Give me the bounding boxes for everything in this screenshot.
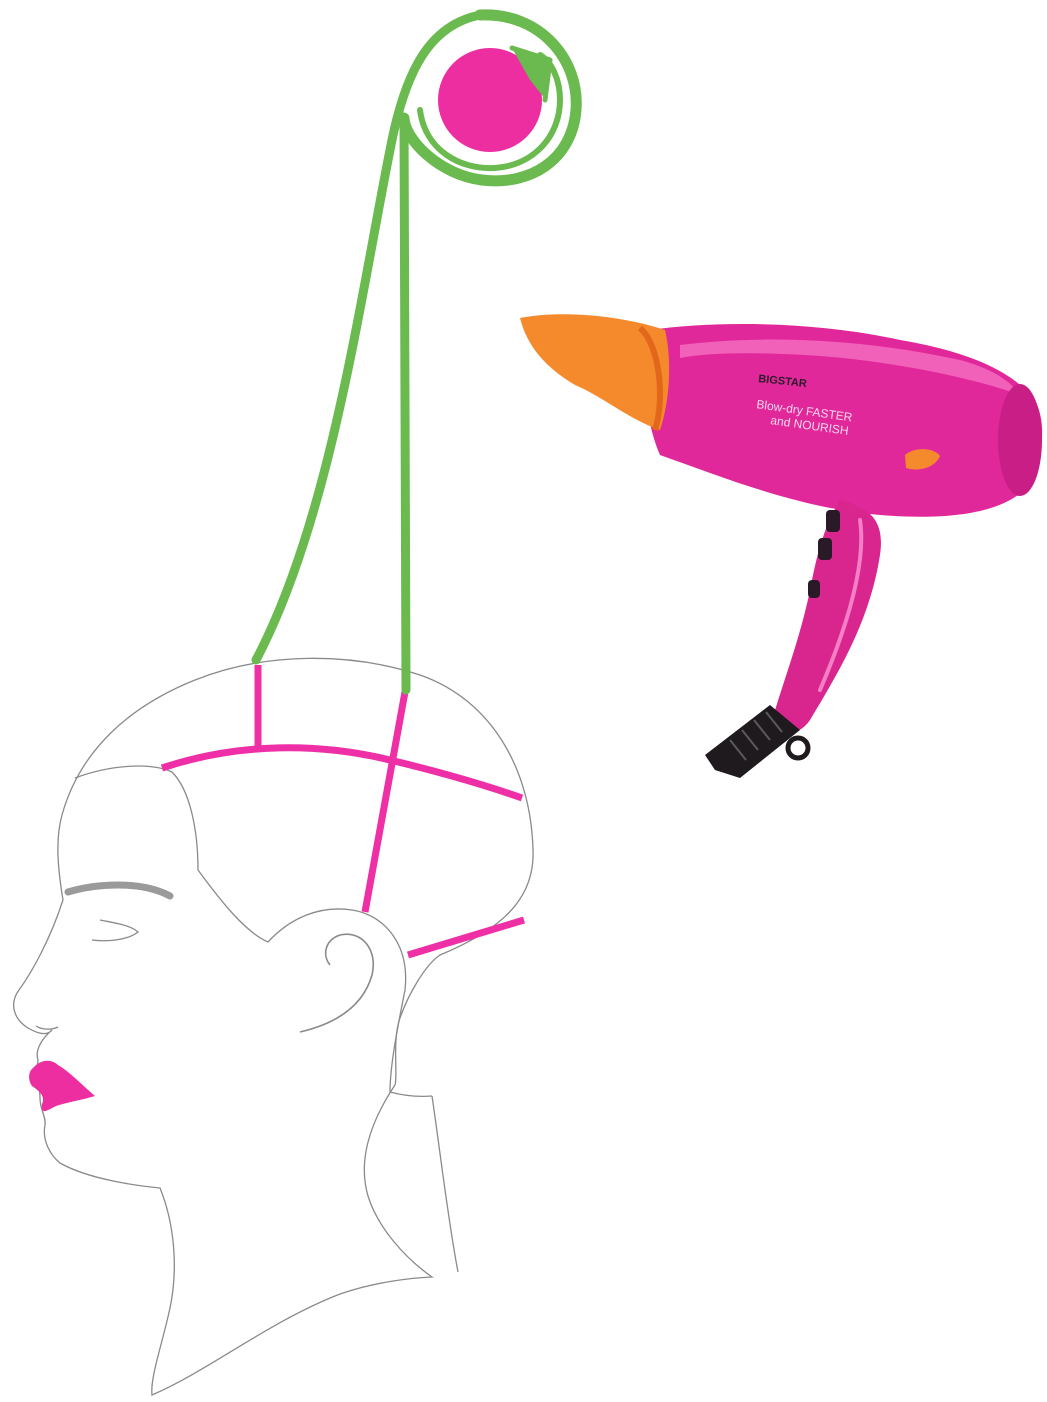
eyebrow [68,885,170,896]
dryer-button-1 [826,510,840,532]
head-illustration [14,658,533,1395]
dryer-button-3 [808,580,820,598]
hair-dryer-icon: BIGSTAR Blow-dry FASTER and NOURISH [520,314,1042,778]
ear [300,934,373,1032]
hair-strand-right-edge [404,118,406,690]
section-lines [162,665,524,955]
dryer-button-2 [818,538,832,560]
dryer-rear-cap [998,384,1042,496]
head-outline [14,658,533,1395]
nape-line [432,1096,458,1272]
hairline [75,766,432,1096]
section-line-crown-arc [162,748,522,798]
section-line-nape [408,920,524,955]
dryer-hang-loop [788,738,808,758]
nostril [36,1026,58,1029]
lips [29,1061,95,1111]
closed-eye [92,920,138,941]
dryer-handle [770,500,881,734]
section-line-back-vertical [365,692,405,912]
